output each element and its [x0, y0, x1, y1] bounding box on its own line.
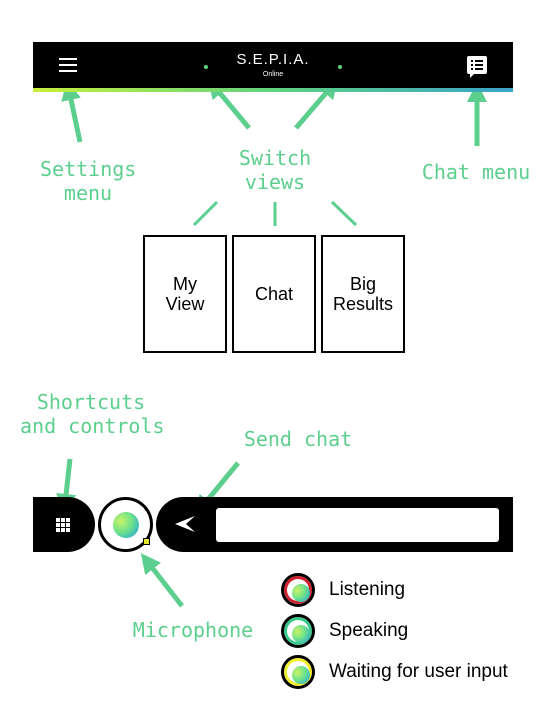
app-title: S.E.P.I.A. [236, 51, 310, 68]
arrow-to-view-dot-right [294, 78, 339, 130]
arrow-to-microphone [140, 553, 184, 608]
menu-icon[interactable] [59, 58, 77, 72]
label-settings-menu: Settings menu [40, 157, 137, 205]
chat-input[interactable] [216, 508, 499, 542]
send-icon [175, 516, 195, 532]
label-chat-menu: Chat menu [421, 160, 531, 184]
label-send-chat: Send chat [243, 427, 353, 451]
speaking-state-icon [281, 614, 315, 648]
microphone-status-dot [143, 538, 150, 545]
accent-stripe [33, 88, 513, 92]
grid-icon [56, 518, 70, 532]
listening-state-icon [281, 573, 315, 607]
arrow-to-settings [61, 80, 83, 143]
microphone-button[interactable] [98, 497, 153, 552]
branch-left [192, 200, 219, 227]
view-chat[interactable]: Chat [232, 235, 316, 353]
view-switch-dot-right[interactable] [338, 65, 342, 69]
view-switch-dot-left[interactable] [204, 65, 208, 69]
branch-right [330, 200, 358, 227]
label-shortcuts: Shortcuts and controls [20, 390, 165, 438]
label-microphone: Microphone [132, 618, 254, 642]
chat-bar [156, 497, 513, 552]
shortcuts-button[interactable] [33, 497, 95, 552]
microphone-orb [113, 512, 139, 538]
send-button[interactable] [174, 515, 196, 533]
app-status: Online [262, 71, 284, 78]
app-top-bar: S.E.P.I.A. Online [33, 42, 513, 88]
waiting-state-icon [281, 655, 315, 689]
chat-menu-icon[interactable] [467, 56, 487, 78]
label-switch-views: Switch views [238, 146, 312, 194]
arrow-to-view-dot-left [207, 78, 251, 130]
